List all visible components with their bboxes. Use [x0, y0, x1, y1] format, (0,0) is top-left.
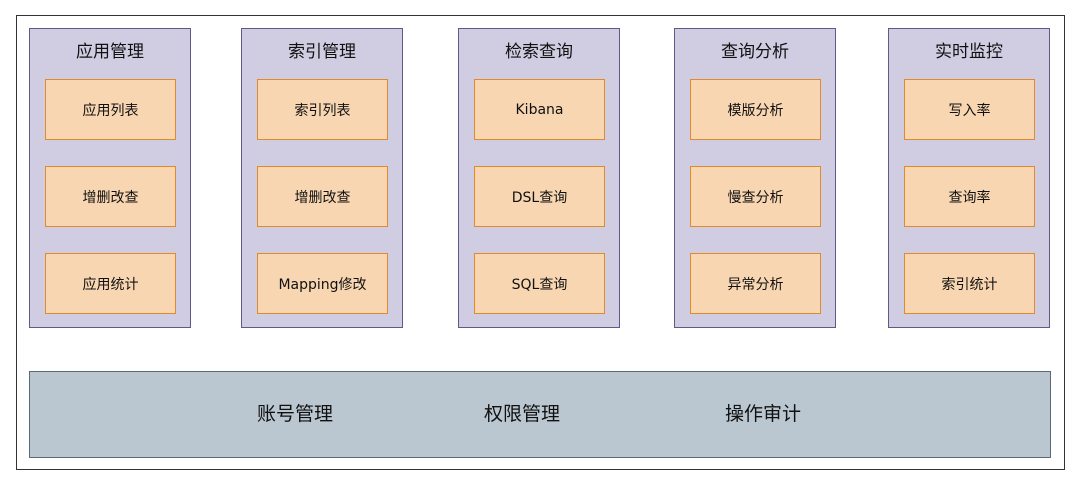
module-title: 实时监控: [935, 42, 1003, 62]
module-query-analysis: 查询分析 模版分析 慢查分析 异常分析: [674, 28, 836, 328]
base-item-permission: 权限管理: [483, 403, 561, 425]
module-realtime-monitoring: 实时监控 写入率 查询率 索引统计: [888, 28, 1050, 328]
feature-box: 应用统计: [45, 253, 176, 314]
feature-box: 应用列表: [45, 79, 176, 140]
feature-box: 写入率: [904, 79, 1035, 140]
module-title: 检索查询: [505, 42, 573, 62]
module-search-query: 检索查询 Kibana DSL查询 SQL查询: [458, 28, 620, 328]
module-index-management: 索引管理 索引列表 增删改查 Mapping修改: [241, 28, 403, 328]
feature-box: DSL查询: [474, 166, 605, 227]
feature-box: 模版分析: [690, 79, 821, 140]
base-item-account: 账号管理: [256, 403, 334, 425]
feature-box: SQL查询: [474, 253, 605, 314]
feature-box: 增删改查: [45, 166, 176, 227]
module-title: 查询分析: [721, 42, 789, 62]
module-app-management: 应用管理 应用列表 增删改查 应用统计: [29, 28, 191, 328]
module-title: 应用管理: [76, 42, 144, 62]
feature-box: 索引统计: [904, 253, 1035, 314]
feature-box: 查询率: [904, 166, 1035, 227]
feature-box: Mapping修改: [257, 253, 388, 314]
base-layer: 账号管理 权限管理 操作审计: [29, 371, 1051, 458]
feature-box: 慢查分析: [690, 166, 821, 227]
feature-box: 增删改查: [257, 166, 388, 227]
feature-box: 异常分析: [690, 253, 821, 314]
feature-box: Kibana: [474, 79, 605, 140]
base-item-audit: 操作审计: [724, 403, 802, 425]
feature-box: 索引列表: [257, 79, 388, 140]
module-title: 索引管理: [288, 42, 356, 62]
